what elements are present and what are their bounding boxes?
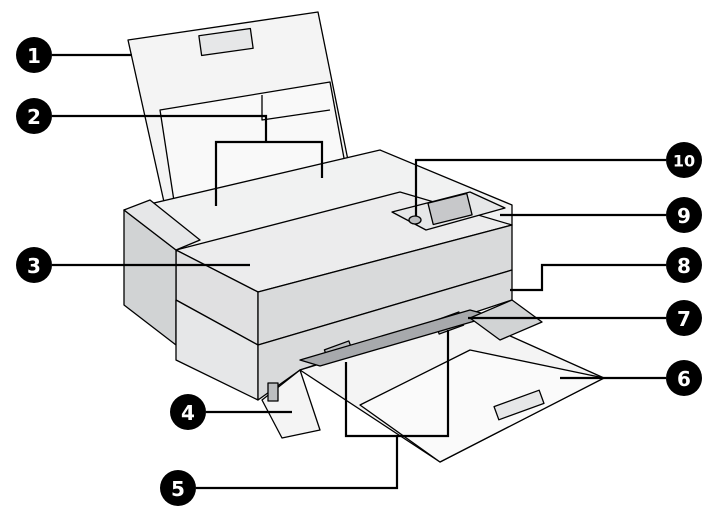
callout-2: 2 (16, 98, 52, 134)
paper-support-handle (198, 27, 254, 57)
callout-9: 9 (666, 197, 702, 233)
lcd-screen (427, 192, 473, 226)
svg-text:6: 6 (677, 367, 691, 391)
svg-text:5: 5 (171, 477, 185, 501)
leader-lines (52, 53, 666, 490)
svg-text:8: 8 (677, 254, 691, 278)
callout-1: 1 (16, 37, 52, 73)
svg-text:2: 2 (27, 105, 41, 129)
power-button (408, 215, 422, 225)
callout-3: 3 (16, 247, 52, 283)
cassette-handle (267, 382, 279, 402)
callout-7: 7 (666, 300, 702, 336)
svg-text:7: 7 (677, 307, 691, 331)
callout-4: 4 (170, 394, 206, 430)
callout-8: 8 (666, 247, 702, 283)
svg-text:1: 1 (27, 44, 41, 68)
printer-body-drawing (123, 11, 605, 463)
callout-10: 10 (666, 142, 702, 178)
callout-6: 6 (666, 360, 702, 396)
svg-text:3: 3 (27, 254, 41, 278)
paper-cassette (261, 369, 321, 439)
callout-5: 5 (160, 470, 196, 506)
svg-text:4: 4 (181, 401, 195, 425)
svg-text:10: 10 (673, 152, 695, 171)
svg-text:9: 9 (677, 204, 691, 228)
